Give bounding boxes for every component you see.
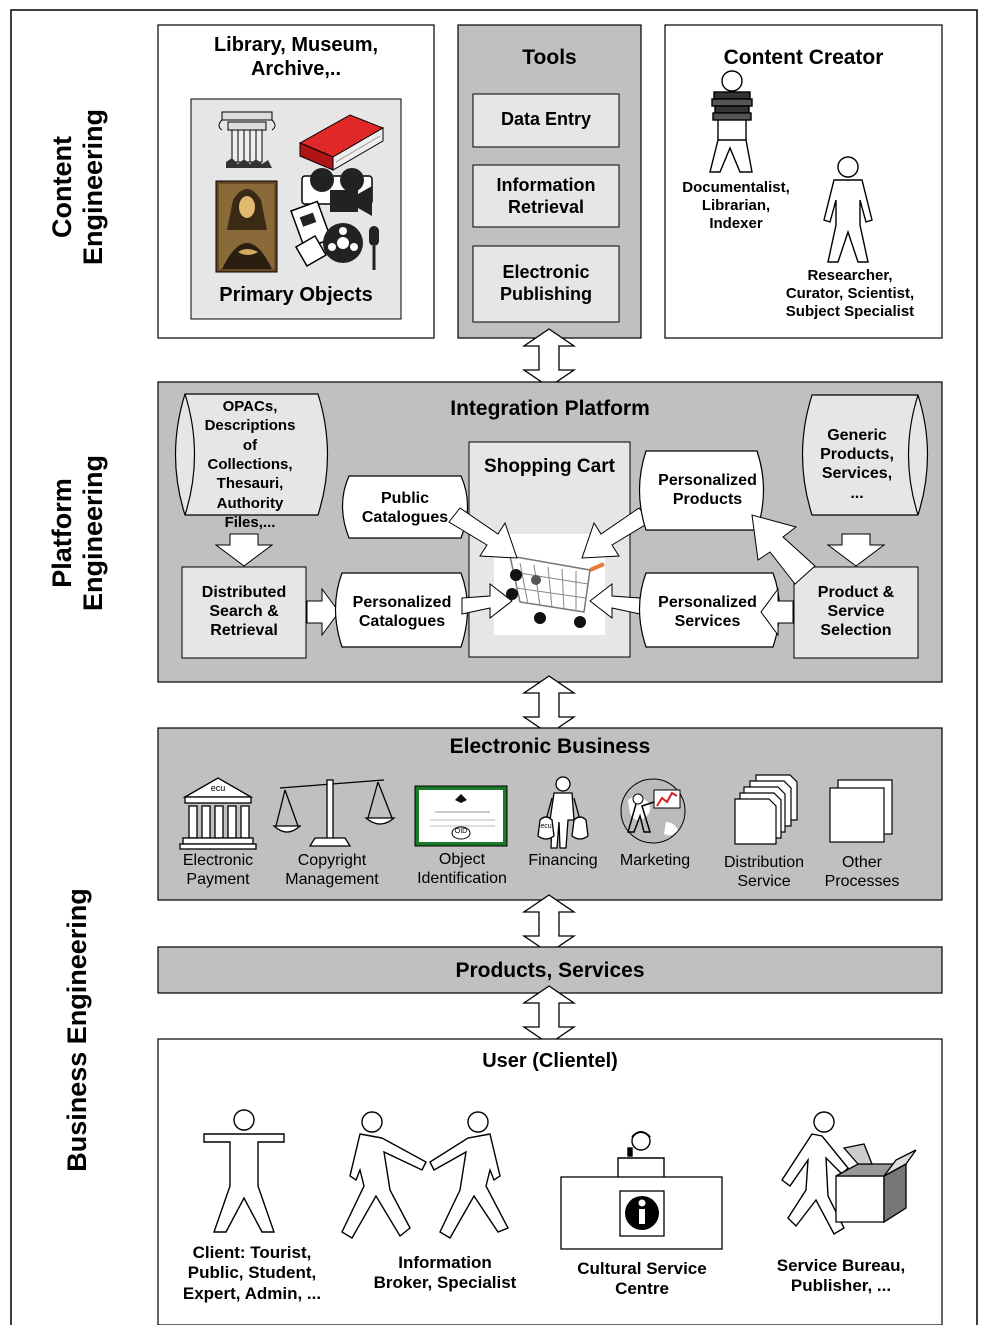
box-icon xyxy=(835,1143,917,1224)
client-label: Client: Tourist, Public, Student, Expert… xyxy=(182,1243,322,1303)
service-centre-figure-icon xyxy=(617,1131,665,1179)
outer-frame xyxy=(10,9,978,1325)
client-figure-icon xyxy=(203,1109,285,1233)
arrow-products-users xyxy=(523,985,575,1045)
ebusiness-item-financing: Financing xyxy=(528,852,598,869)
documentalist-figure-icon xyxy=(709,70,753,173)
column-icon xyxy=(218,111,276,168)
certificate-icon xyxy=(414,785,508,847)
ebusiness-item-marketing: Marketing xyxy=(619,852,691,869)
distribution-documents-icon xyxy=(734,774,798,845)
money-bag-text: ecu xyxy=(540,823,552,830)
bank-icon-text: ecu xyxy=(210,783,226,793)
content-creator-title: Content Creator xyxy=(723,46,884,69)
public-catalogues-label: Public Catalogues xyxy=(361,490,449,527)
personalized-services-label: Personalized Services xyxy=(658,594,757,631)
distributed-search-box xyxy=(181,566,307,659)
business-engineering-label: Business Engineering xyxy=(62,888,92,1172)
documentalist-label: Documentalist, Librarian, Indexer xyxy=(682,179,790,232)
product-service-selection-box xyxy=(793,566,919,659)
personalized-services-shape xyxy=(638,572,781,648)
arrow-opacs-to-search xyxy=(214,533,274,567)
financing-figure-icon xyxy=(537,776,589,849)
researcher-figure-icon xyxy=(823,156,873,263)
info-icon xyxy=(619,1190,665,1237)
primary-objects-label: Primary Objects xyxy=(219,284,373,306)
ebusiness-item-distribution-service: Distribution Service xyxy=(723,854,805,891)
film-camera-icon xyxy=(290,168,379,270)
mona-lisa-icon xyxy=(215,180,278,273)
ebusiness-item-other-processes: Other Processes xyxy=(824,854,900,891)
tool-box-electronic-publishing xyxy=(472,245,620,323)
bank-icon xyxy=(179,777,257,850)
platform-engineering-label: Platform Engineering xyxy=(47,455,109,612)
broker-label: Information Broker, Specialist xyxy=(373,1253,517,1293)
broker-figure-right-icon xyxy=(429,1111,509,1239)
tool-information-retrieval-label: Information Retrieval xyxy=(496,175,596,217)
scales-icon xyxy=(272,779,396,847)
tool-data-entry-label: Data Entry xyxy=(500,109,592,129)
product-service-selection-label: Product & Service Selection xyxy=(817,584,895,640)
arrow-persserv-to-cart xyxy=(589,582,641,620)
user-clientel-title: User (Clientel) xyxy=(482,1050,618,1072)
arrow-perscat-to-cart xyxy=(461,582,513,620)
generic-products-database-icon xyxy=(801,394,929,516)
electronic-business-title: Electronic Business xyxy=(449,735,651,758)
oid-text: OID xyxy=(454,828,468,835)
tool-box-information-retrieval xyxy=(472,164,620,228)
distributed-search-label: Distributed Search & Retrieval xyxy=(201,584,287,640)
opacs-database-icon xyxy=(174,393,329,516)
integration-platform-title: Integration Platform xyxy=(450,397,650,420)
ebusiness-item-object-identification: Object Identification xyxy=(417,851,507,888)
products-services-bar xyxy=(157,946,943,994)
tool-electronic-publishing-label: Electronic Publishing xyxy=(500,262,592,304)
researcher-label: Researcher, Curator, Scientist, Subject … xyxy=(785,267,915,320)
generic-products-label: Generic Products, Services, ... xyxy=(820,427,894,502)
tool-box-data-entry xyxy=(472,93,620,148)
ebusiness-item-electronic-payment: Electronic Payment xyxy=(182,852,254,889)
content-creator-panel xyxy=(664,24,943,339)
book-icon xyxy=(298,114,385,171)
broker-figure-left-icon xyxy=(341,1111,427,1239)
other-processes-icon xyxy=(829,779,893,843)
opacs-label: OPACs, Descriptions of Collections, Thes… xyxy=(204,398,296,532)
shopping-cart-label: Shopping Cart xyxy=(484,456,615,477)
service-bureau-figure-icon xyxy=(781,1111,849,1235)
personalized-catalogues-shape xyxy=(334,572,469,648)
arrow-business-products xyxy=(523,894,575,954)
ebusiness-item-copyright-management: Copyright Management xyxy=(285,852,379,889)
arrow-selection-to-products xyxy=(751,514,816,585)
arrow-persprod-to-cart xyxy=(581,507,651,559)
products-services-label: Products, Services xyxy=(455,959,645,982)
service-centre-label: Cultural Service Centre xyxy=(577,1259,707,1299)
arrow-search-to-catalogues xyxy=(306,587,340,637)
arrow-generic-to-selection xyxy=(826,533,886,567)
electronic-business-panel xyxy=(157,727,943,901)
library-title: Library, Museum, Archive,.. xyxy=(213,34,379,80)
service-bureau-label: Service Bureau, Publisher, ... xyxy=(776,1256,906,1296)
personalized-catalogues-label: Personalized Catalogues xyxy=(352,594,452,631)
tools-title: Tools xyxy=(522,46,577,69)
arrow-public-to-cart xyxy=(448,507,518,559)
arrow-platform-business xyxy=(523,675,575,735)
content-engineering-label: Content Engineering xyxy=(47,109,109,266)
public-catalogues-shape xyxy=(341,475,469,539)
marketing-globe-icon xyxy=(620,778,686,844)
arrow-selection-to-services xyxy=(760,587,794,637)
personalized-products-label: Personalized Products xyxy=(658,472,757,509)
